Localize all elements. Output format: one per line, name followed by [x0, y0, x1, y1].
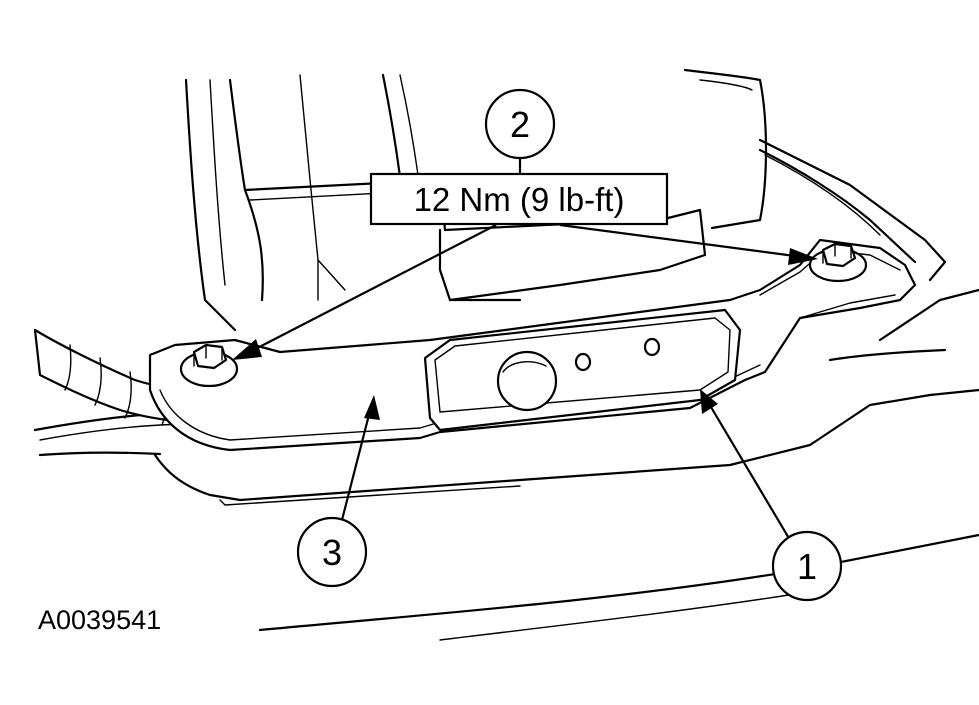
torque-arrow-left [239, 224, 497, 358]
callout-3-circle [296, 516, 368, 588]
callout-3-arrowhead [364, 395, 380, 420]
callout-2-group: 2 12 Nm (9 lb-ft) [232, 88, 818, 360]
torque-arrow-right [559, 223, 811, 260]
torque-spec-label: 12 Nm (9 lb-ft) [414, 181, 625, 218]
mounting-hole [643, 337, 661, 357]
callout-3-label: 3 [322, 532, 342, 573]
callout-1-leader [704, 396, 791, 541]
callout-1-arrowhead [700, 389, 718, 414]
mounting-hole [574, 352, 592, 372]
torque-spec-box [369, 172, 669, 226]
arrow-head-left [232, 339, 262, 360]
bolt-right [808, 242, 868, 283]
vehicle-body-background [184, 68, 947, 332]
grommet-plug [496, 350, 558, 412]
callout-1-circle [771, 530, 843, 602]
figure-id: A0039541 [38, 605, 161, 635]
sensor-module [423, 308, 742, 432]
callout-1-group: 1 [700, 389, 843, 602]
callout-2-label: 2 [510, 104, 530, 145]
arrow-head-right [788, 248, 818, 265]
callout-3-group: 3 [296, 395, 380, 588]
floor-panel [33, 288, 979, 641]
callout-1-label: 1 [797, 546, 817, 587]
callout-3-leader [340, 402, 374, 521]
bolt-left [179, 343, 239, 388]
